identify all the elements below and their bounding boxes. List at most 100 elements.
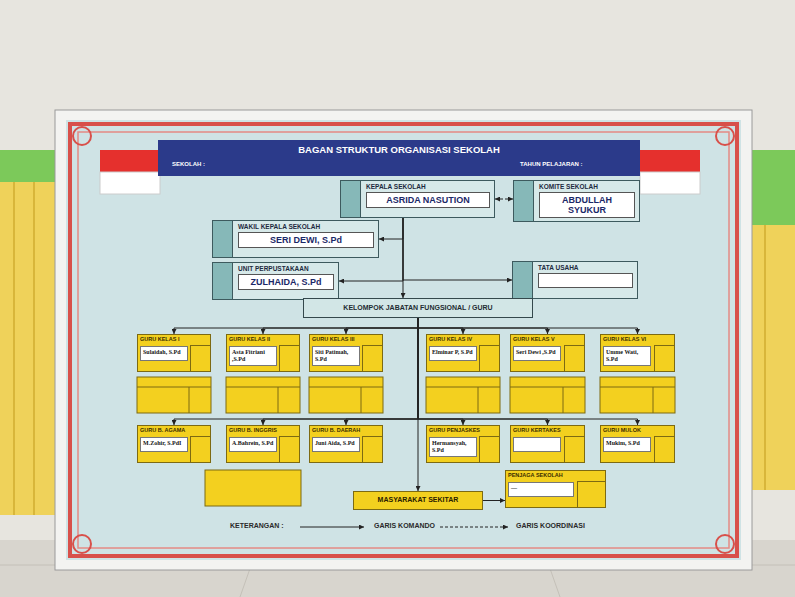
box-panel: [279, 436, 299, 462]
corner-ornament: [73, 535, 91, 553]
role-title: KOMITE SEKOLAH: [539, 183, 635, 191]
empty-box: [510, 377, 585, 413]
box-panel: [213, 263, 233, 299]
box-divider: [478, 387, 479, 413]
empty-box: [137, 377, 211, 413]
corner-ornament: [716, 535, 734, 553]
admin-box: TATA USAHA: [512, 261, 638, 299]
command-line: [379, 218, 403, 239]
role-title: KEPALA SEKOLAH: [366, 183, 490, 191]
empty-box: [226, 377, 300, 413]
person-name: Umme Wati, S.Pd: [603, 346, 651, 366]
teacher-box: GURU KERTAKES: [510, 425, 585, 463]
box-panel: [362, 345, 382, 371]
box-panel: [564, 436, 584, 462]
box-divider: [653, 387, 654, 413]
person-name: Hermansyah, S.Pd: [429, 437, 477, 457]
person-name: —: [508, 482, 574, 497]
guard-box: PENJAGA SEKOLAH —: [505, 470, 606, 508]
person-name: Asta Fitriani ,S.Pd: [229, 346, 277, 366]
teacher-box: GURU KELAS VI Umme Wati, S.Pd: [600, 334, 675, 372]
box-panel: [479, 345, 499, 371]
person-name: M.Zohir, S.PdI: [140, 437, 188, 452]
box-divider: [600, 387, 675, 388]
command-line: [418, 318, 419, 491]
box-panel: [190, 436, 210, 462]
person-name: Elminar P, S.Pd: [429, 346, 477, 361]
box-divider: [278, 387, 279, 413]
role-title: KELOMPOK JABATAN FUNGSIONAL / GURU: [339, 302, 496, 314]
teacher-box: GURU KELAS ISulaidah, S.Pd: [137, 334, 211, 372]
corner-ornament: [716, 127, 734, 145]
role-title: WAKIL KEPALA SEKOLAH: [238, 223, 374, 231]
board-ground: [66, 120, 741, 560]
committee-box: KOMITE SEKOLAHABDULLAH SYUKUR: [513, 180, 640, 222]
empty-box: [426, 377, 500, 413]
person-name: Seri Dewi ,S.Pd: [513, 346, 561, 361]
legend-text: GARIS KOORDINASI: [516, 522, 585, 529]
command-line: [174, 318, 418, 334]
curtain-fold: [13, 182, 15, 515]
box-panel: [213, 221, 233, 257]
role-title: GURU KELAS I: [138, 335, 210, 344]
box-divider: [309, 387, 383, 388]
red-border-inner: [78, 132, 729, 548]
person-name: SERI DEWI, S.Pd: [238, 232, 374, 248]
box-panel: [654, 436, 674, 462]
box-panel: [513, 262, 533, 298]
box-panel: [577, 481, 605, 507]
box-panel: [279, 345, 299, 371]
box-divider: [226, 387, 300, 388]
curtain: [0, 150, 62, 515]
deputy-box: WAKIL KEPALA SEKOLAHSERI DEWI, S.Pd: [212, 220, 379, 258]
command-line: [403, 218, 512, 280]
role-title: UNIT PERPUSTAKAAN: [238, 265, 334, 273]
box-panel: [341, 181, 361, 217]
teacher-box: GURU KELAS IV Elminar P, S.Pd: [426, 334, 500, 372]
role-title: GURU KELAS VI: [601, 335, 674, 344]
box-divider: [426, 387, 500, 388]
empty-name-field: [538, 273, 633, 288]
box-panel: [514, 181, 534, 221]
empty-box: [205, 470, 301, 506]
title-bar: [158, 140, 640, 176]
legend-heading: KETERANGAN :: [230, 522, 284, 529]
box-divider: [361, 387, 362, 413]
role-title: PENJAGA SEKOLAH: [506, 471, 605, 480]
form-label: SEKOLAH :: [172, 161, 205, 167]
library-box: UNIT PERPUSTAKAANZULHAIDA, S.Pd: [212, 262, 339, 300]
teacher-box: GURU PENJASKESHermansyah, S.Pd: [426, 425, 500, 463]
command-line: [483, 500, 505, 501]
empty-name-field: [513, 437, 561, 452]
person-name: Mukim, S.Pd: [603, 437, 651, 452]
person-name: A.Bahrein, S.Pd: [229, 437, 277, 452]
legend-text: GARIS KOMANDO: [374, 522, 435, 529]
command-line: [263, 318, 418, 334]
curtain-fold: [33, 182, 35, 515]
teacher-box: GURU KELAS III Siti Patimah, S.Pd: [309, 334, 383, 372]
role-title: GURU B. DAERAH: [310, 426, 382, 435]
teacher-box: GURU B. INGGRISA.Bahrein, S.Pd: [226, 425, 300, 463]
box-panel: [564, 345, 584, 371]
role-title: GURU MULOK: [601, 426, 674, 435]
role-title: GURU KELAS IV: [427, 335, 499, 344]
teacher-box: GURU B. DAERAH Juni Aida, S.Pd: [309, 425, 383, 463]
person-name: Siti Patimah, S.Pd: [312, 346, 360, 366]
box-divider: [137, 387, 211, 388]
command-line: [418, 318, 548, 334]
flag-white: [100, 172, 160, 194]
empty-box: [309, 377, 383, 413]
role-title: GURU KERTAKES: [511, 426, 584, 435]
command-line: [418, 318, 638, 334]
person-name: Juni Aida, S.Pd: [312, 437, 360, 452]
person-name: ASRIDA NASUTION: [366, 192, 490, 208]
curtain-valance: [0, 150, 62, 182]
role-title: GURU KELAS III: [310, 335, 382, 344]
role-title: GURU KELAS II: [227, 335, 299, 344]
command-line: [403, 218, 404, 298]
legend-command-sample: [300, 527, 364, 528]
coordination-line: [495, 199, 513, 200]
role-title: GURU B. AGAMA: [138, 426, 210, 435]
corner-ornament: [73, 127, 91, 145]
role-title: MASYARAKAT SEKITAR: [374, 494, 463, 506]
